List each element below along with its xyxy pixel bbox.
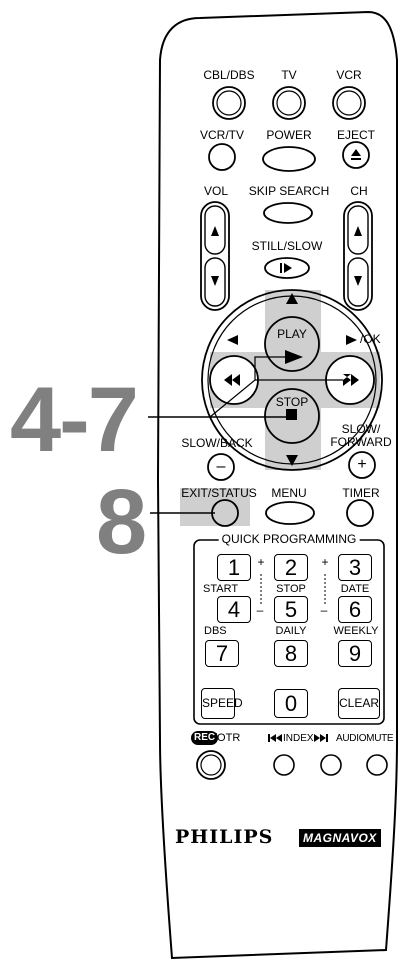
key-2[interactable]: 2 [274,554,308,581]
vcr-button[interactable] [332,86,366,120]
philips-logo: PHILIPS [175,826,274,848]
key-1[interactable]: 1 [217,554,251,581]
transport-ring-outer [201,289,383,471]
still-slow-icon [284,263,292,273]
exit-status-label: EXIT/STATUS [181,486,257,500]
key-8[interactable]: 8 [274,640,308,667]
date-label: DATE [340,583,370,595]
vol-label: VOL [203,184,229,198]
start-label: START [203,583,239,595]
ch-label: CH [350,184,368,198]
slow-forward-plus: + [357,456,367,473]
index-next-button[interactable] [320,754,342,776]
still-slow-label: STILL/SLOW [251,239,323,253]
index-prev-button[interactable] [273,754,295,776]
ok-label: /OK [360,332,381,346]
index-next-icon [314,734,320,742]
menu-button[interactable] [265,501,315,525]
eject-label: EJECT [336,128,376,142]
volume-up-icon [211,226,219,236]
magnavox-logo: MAGNAVOX [299,829,381,847]
vcr-label: VCR [336,68,362,82]
key-6[interactable]: 6 [338,596,372,623]
slow-back-label: SLOW/BACK [181,436,253,450]
tv-label: TV [281,68,297,82]
weekly-label: WEEKLY [333,625,379,637]
key-4-5-minus: – [256,603,264,617]
stop-icon [286,409,297,420]
key-3[interactable]: 3 [338,554,372,581]
timer-label: TIMER [342,486,380,500]
transport-ring-inner [207,295,377,465]
key-0[interactable]: 0 [274,689,308,718]
cbl-dbs-label: CBL/DBS [203,68,255,82]
slow-forward-label-2: FORWARD [330,435,392,449]
slow-forward-label-1: SLOW/ [341,422,381,436]
timer-button[interactable] [346,499,374,527]
key-5-6-minus: – [320,603,328,617]
key-4[interactable]: 4 [217,596,251,623]
menu-label: MENU [271,486,307,500]
skip-search-button[interactable] [263,202,313,224]
audio-mute-button[interactable] [366,754,388,776]
key-1-2-plus: + [257,555,265,569]
callout-step-8: 8 [96,471,147,573]
power-label: POWER [266,128,312,142]
fast-forward-icon [343,374,359,386]
callout-4-7-branch-play [209,356,290,418]
stop-label: STOP [275,395,309,409]
remote-body-outline [156,10,398,960]
slow-back-minus: – [216,458,226,475]
volume-down-icon [211,276,219,286]
otr-label: /OTR [214,732,241,744]
eject-icon [351,149,361,156]
index-prev-icon [270,734,276,742]
key-5[interactable]: 5 [274,596,308,623]
clear-button[interactable]: CLEAR [338,688,380,719]
down-arrow-icon [286,455,298,466]
right-arrow-icon [346,335,357,345]
stop-sub-label: STOP [276,583,306,595]
key-2-3-plus: + [321,555,329,569]
speed-button[interactable]: SPEED [201,688,243,719]
rec-badge: REC [191,731,219,745]
key-9[interactable]: 9 [338,640,372,667]
quick-programming-title: QUICK PROGRAMMING [218,533,360,546]
key-7[interactable]: 7 [205,640,239,667]
rewind-icon [224,374,240,386]
daily-label: DAILY [275,625,307,637]
tv-button[interactable] [272,86,306,120]
channel-up-icon [354,226,362,236]
exit-status-button[interactable] [211,499,239,527]
slow-forward-button[interactable] [348,451,376,479]
slow-back-button[interactable] [207,453,235,481]
play-button[interactable] [264,316,320,372]
up-arrow-icon [286,293,298,304]
cbl-dbs-button[interactable] [212,86,246,120]
play-label: PLAY [277,327,307,341]
vcr-tv-button[interactable] [208,143,236,171]
audio-mute-label: AUDIOMUTE [336,733,394,744]
left-arrow-icon [227,335,238,345]
index-label: INDEX [283,733,314,744]
callout-steps-4-7: 4-7 [10,369,139,471]
skip-search-label: SKIP SEARCH [248,184,330,198]
dbs-label: DBS [204,625,227,637]
channel-down-icon [354,276,362,286]
power-button[interactable] [262,146,316,172]
play-icon [285,350,303,364]
vcr-tv-label: VCR/TV [199,128,245,142]
